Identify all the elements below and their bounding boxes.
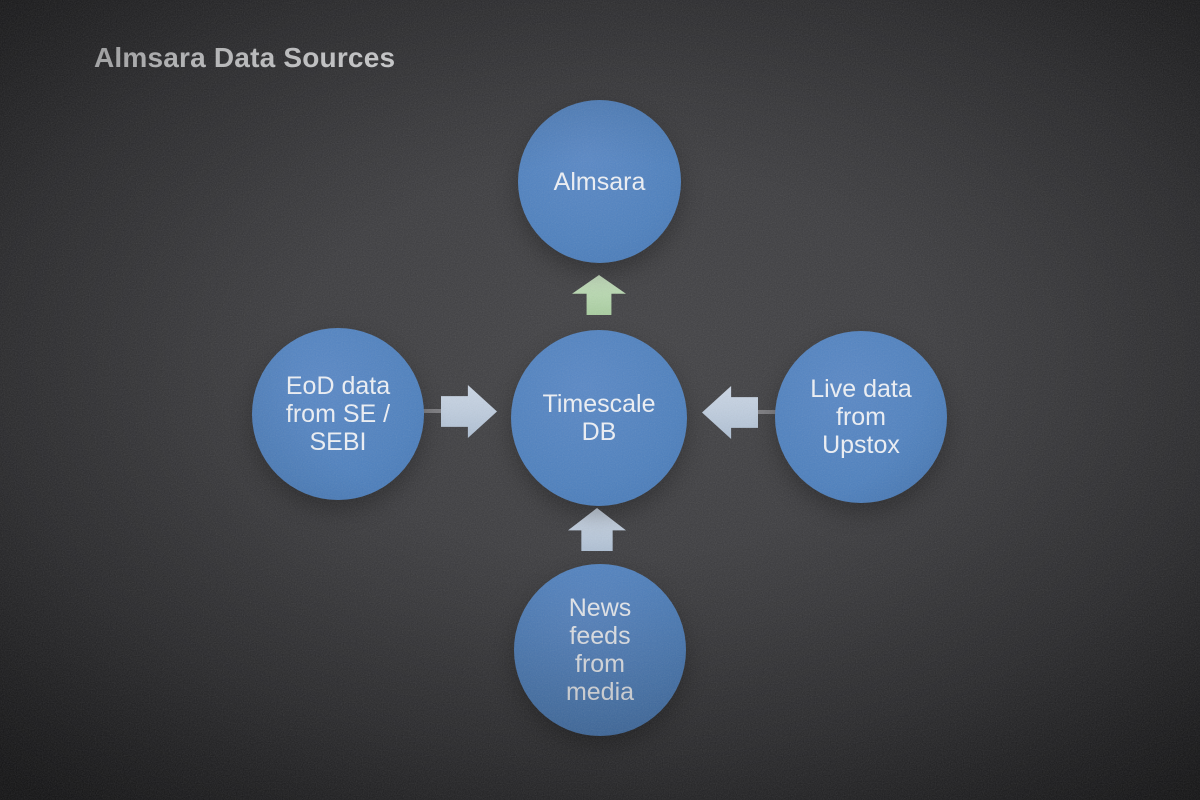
block-arrow-news-to-timescale <box>568 508 626 551</box>
node-eod-data-label: EoD data from SE / SEBI <box>285 372 391 456</box>
node-timescale-db: Timescale DB <box>511 330 687 506</box>
node-eod-data: EoD data from SE / SEBI <box>252 328 424 500</box>
node-news-feeds-label: News feeds from media <box>565 594 635 706</box>
block-arrow-upstox-to-timescale <box>702 386 758 439</box>
node-live-data-label: Live data from Upstox <box>810 375 912 459</box>
diagram-title: Almsara Data Sources <box>94 42 396 73</box>
node-almsara-label: Almsara <box>553 167 646 196</box>
node-news-feeds: News feeds from media <box>514 564 686 736</box>
block-arrow-eod-to-timescale <box>441 385 497 438</box>
node-timescale-db-label: Timescale DB <box>542 390 656 446</box>
block-arrow-center-to-almsara <box>572 275 626 315</box>
node-live-data: Live data from Upstox <box>775 331 947 503</box>
node-almsara: Almsara <box>518 100 681 263</box>
